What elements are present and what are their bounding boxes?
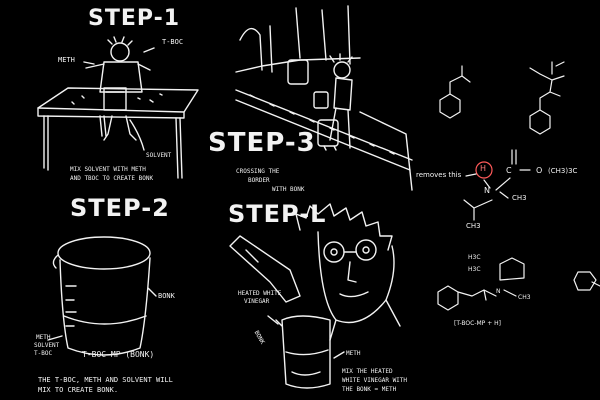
step4-caption-line1: MIX THE HEATED <box>342 368 393 375</box>
removes-this-label: removes this <box>416 171 462 179</box>
partial-molecule-edge <box>573 271 600 291</box>
step2-label-tboc: T-BOC <box>34 350 53 357</box>
step4-caption-line3: THE BONK = METH <box>342 386 397 393</box>
step4-label-heated-line2: VINEGAR <box>244 298 270 305</box>
step4-title: STEP-L <box>228 200 327 228</box>
step2-label-meth: METH <box>36 334 51 341</box>
group-ch3: CH3 <box>466 222 481 230</box>
step2-beaker-illustration <box>47 236 157 356</box>
group-ch3-3c: (CH3)3C <box>548 167 578 175</box>
step4-caption-line2: WHITE VINEGAR WITH <box>342 377 408 384</box>
tboc-mp-bonds <box>463 149 531 221</box>
atom-h-highlight: H <box>480 164 487 173</box>
tboc-mp-h-molecule <box>437 257 525 311</box>
meth-molecule <box>439 65 471 119</box>
step2-label-bonk: BONK <box>158 292 175 300</box>
step3-title: STEP-3 <box>208 128 316 158</box>
atom-o: O <box>536 166 543 175</box>
group-h3c-mid: H3C <box>468 266 481 273</box>
step3-caption-line3: WITH BONK <box>272 186 305 193</box>
step1-label-tboc: T-BOC <box>162 38 184 46</box>
step4-label-heated-line1: HEATED WHITE <box>238 290 282 297</box>
step2-title: STEP-2 <box>70 194 170 222</box>
step1-label-meth: METH <box>58 56 75 64</box>
step4-person-illustration <box>229 203 401 389</box>
step1-caption-line2: AND TBOC TO CREATE BONK <box>70 175 154 182</box>
atom-n-lower: N <box>496 288 501 295</box>
group-ch3-lower: CH3 <box>518 294 531 301</box>
group-h3c-top: H3C <box>468 254 481 261</box>
boc-meth-molecule <box>529 61 565 135</box>
step1-caption-line1: MIX SOLVENT WITH METH <box>70 166 146 173</box>
step2-label-solvent: SOLVENT <box>34 342 60 349</box>
product-label: [T-BOC-MP + H] <box>454 320 501 327</box>
step3-border-illustration <box>235 5 413 191</box>
step2-caption-line1: THE T-BOC, METH AND SOLVENT WILL <box>38 376 173 384</box>
step1-label-solvent: SOLVENT <box>146 152 172 159</box>
step3-caption-line1: CROSSING THE <box>236 168 280 175</box>
step2-caption-line2: MIX TO CREATE BONK. <box>38 386 119 394</box>
step2-label-product: T-BOC-MP (BONK) <box>82 350 155 359</box>
atom-n: N <box>484 186 490 195</box>
atom-c: C <box>506 166 512 175</box>
group-ch3-right: CH3 <box>512 194 527 202</box>
step4-label-meth: METH <box>346 350 361 357</box>
step3-caption-line2: BORDER <box>248 177 270 184</box>
step1-title: STEP-1 <box>88 6 181 31</box>
step1-table-illustration <box>37 36 199 179</box>
